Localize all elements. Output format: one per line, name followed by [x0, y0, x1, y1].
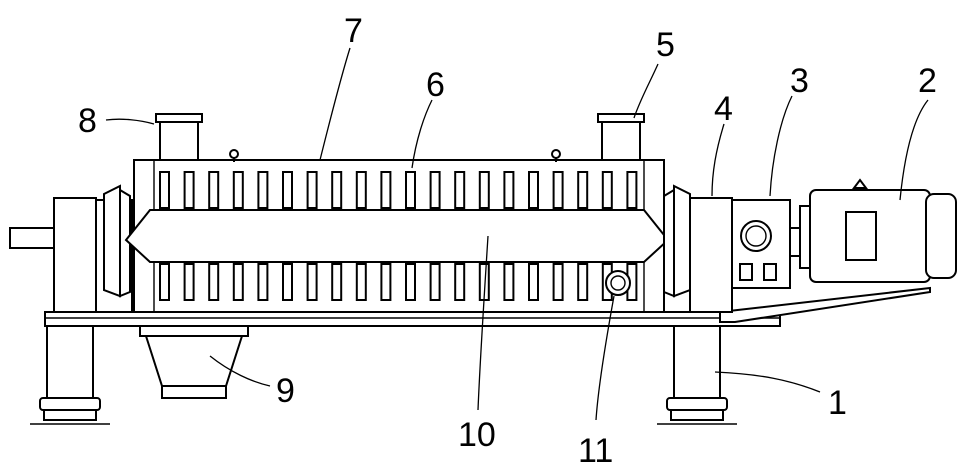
inspection-window	[605, 270, 631, 296]
upper-paddle	[208, 171, 220, 209]
upper-paddle	[454, 171, 466, 209]
upper-paddle	[232, 171, 244, 209]
upper-paddle	[405, 171, 416, 209]
lower-paddle	[183, 263, 195, 301]
lower-paddle	[208, 263, 220, 301]
upper-paddle	[601, 171, 613, 209]
upper-paddle	[282, 171, 293, 209]
lower-paddle	[355, 263, 367, 301]
lower-paddle	[257, 263, 269, 301]
label-1: 1	[828, 384, 847, 422]
part-labels: 1 2 3 4 5 6 7 8 9 10 11	[78, 12, 937, 470]
label-5: 5	[656, 26, 675, 64]
upper-paddle	[552, 171, 564, 209]
upper-paddle	[528, 171, 539, 209]
label-6: 6	[426, 66, 445, 104]
upper-paddle	[257, 171, 269, 209]
lifting-lugs	[229, 149, 561, 162]
upper-paddles	[159, 171, 638, 209]
lower-paddle	[282, 263, 293, 301]
lower-paddle	[159, 263, 170, 301]
upper-paddle	[159, 171, 170, 209]
lower-paddle	[405, 263, 416, 301]
lower-paddle	[454, 263, 466, 301]
upper-paddle	[183, 171, 195, 209]
lower-paddle	[577, 263, 589, 301]
discharge-hopper	[139, 325, 249, 399]
label-3: 3	[790, 62, 809, 100]
upper-paddle	[503, 171, 515, 209]
speed-reducer	[731, 199, 803, 289]
upper-paddle	[306, 171, 318, 209]
inlet-port	[155, 113, 203, 161]
lower-paddle	[503, 263, 515, 301]
lower-paddle	[232, 263, 244, 301]
motor	[799, 178, 957, 283]
label-11: 11	[578, 432, 613, 470]
lower-paddle	[306, 263, 318, 301]
label-7: 7	[344, 12, 363, 50]
rotor-shaft	[124, 209, 670, 263]
right-bearing	[663, 184, 691, 298]
upper-paddle	[577, 171, 589, 209]
label-2: 2	[918, 62, 937, 100]
gearbox	[689, 197, 733, 313]
label-10: 10	[458, 416, 496, 454]
lower-paddle	[380, 263, 392, 301]
lower-paddles	[159, 263, 638, 301]
lower-paddle	[528, 263, 539, 301]
upper-paddle	[355, 171, 367, 209]
left-bearing-housing	[9, 184, 133, 313]
upper-paddle	[478, 171, 490, 209]
lower-paddle	[331, 263, 343, 301]
upper-paddle	[331, 171, 343, 209]
label-4: 4	[714, 90, 733, 128]
label-8: 8	[78, 102, 97, 140]
outlet-port	[597, 113, 645, 161]
leader-lines	[105, 47, 929, 421]
base-frame	[30, 286, 931, 425]
upper-paddle	[626, 171, 638, 209]
lower-paddle	[429, 263, 441, 301]
lower-paddle	[552, 263, 564, 301]
upper-paddle	[380, 171, 392, 209]
label-9: 9	[276, 372, 295, 410]
upper-paddle	[429, 171, 441, 209]
